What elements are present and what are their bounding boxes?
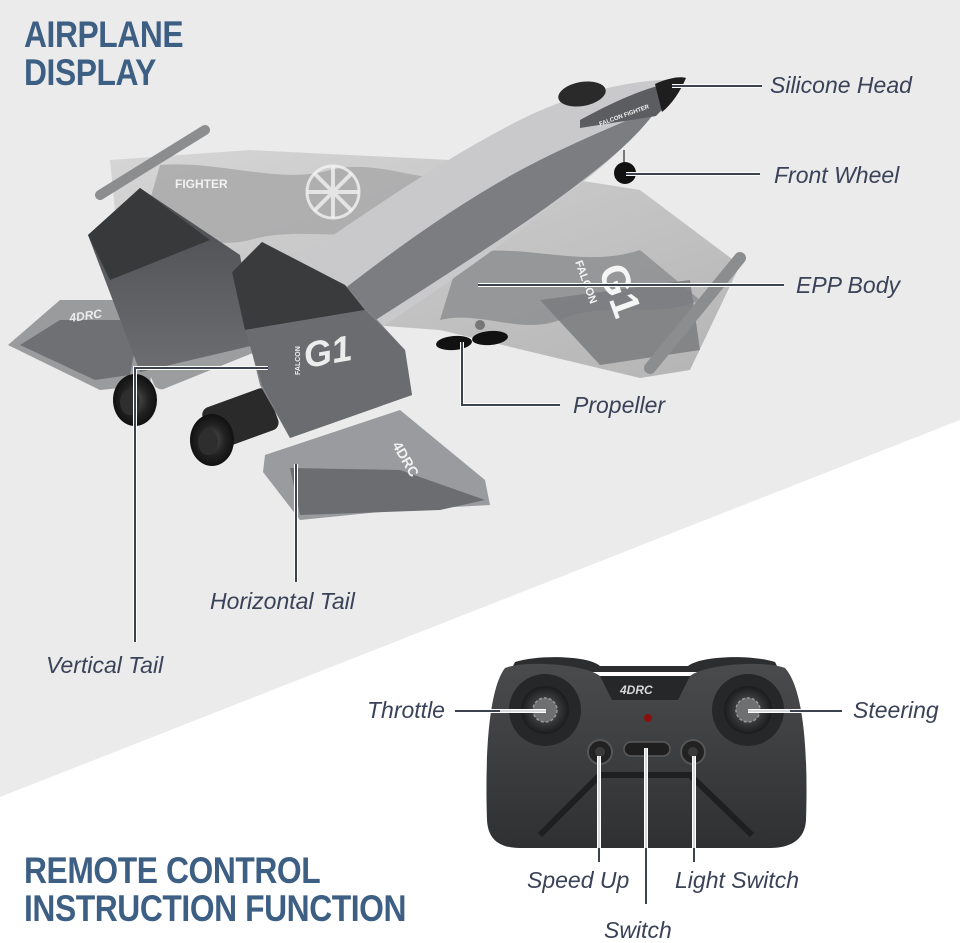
- wingtip-rail-left: [95, 125, 210, 200]
- svg-text:FIGHTER: FIGHTER: [175, 177, 228, 191]
- callout-lines-airplane: [133, 84, 784, 642]
- heading-line-2: DISPLAY: [24, 52, 156, 93]
- remote-control-heading: REMOTE CONTROL INSTRUCTION FUNCTION: [24, 852, 406, 928]
- label-steering: Steering: [853, 697, 939, 723]
- svg-text:G1: G1: [300, 327, 354, 376]
- label-throttle: Throttle: [367, 697, 445, 723]
- label-epp-body: EPP Body: [796, 272, 900, 298]
- label-speed-up: Speed Up: [527, 867, 630, 893]
- front-wheel: [614, 162, 636, 184]
- label-silicone-head: Silicone Head: [770, 72, 912, 98]
- svg-text:4DRC: 4DRC: [67, 307, 103, 326]
- power-led: [644, 714, 652, 722]
- airplane-display-heading: AIRPLANE DISPLAY: [24, 14, 184, 93]
- horizontal-tail: 4DRC: [263, 410, 490, 520]
- wingtip-rail-right: [644, 252, 746, 374]
- heading-line-1: AIRPLANE: [24, 14, 184, 55]
- heading-line-1: REMOTE CONTROL: [24, 850, 321, 891]
- label-propeller: Propeller: [573, 392, 666, 418]
- label-switch: Switch: [604, 917, 672, 943]
- vertical-tail-right: FALCON G1: [232, 242, 412, 438]
- svg-text:FALCON: FALCON: [295, 346, 302, 375]
- label-vertical-tail: Vertical Tail: [46, 652, 164, 678]
- heading-line-2: INSTRUCTION FUNCTION: [24, 888, 407, 929]
- label-front-wheel: Front Wheel: [774, 162, 900, 188]
- vertical-tail-left: [88, 188, 255, 372]
- label-light-switch: Light Switch: [675, 867, 800, 893]
- brand-logo: 4DRC: [619, 683, 653, 697]
- label-horizontal-tail: Horizontal Tail: [210, 588, 355, 614]
